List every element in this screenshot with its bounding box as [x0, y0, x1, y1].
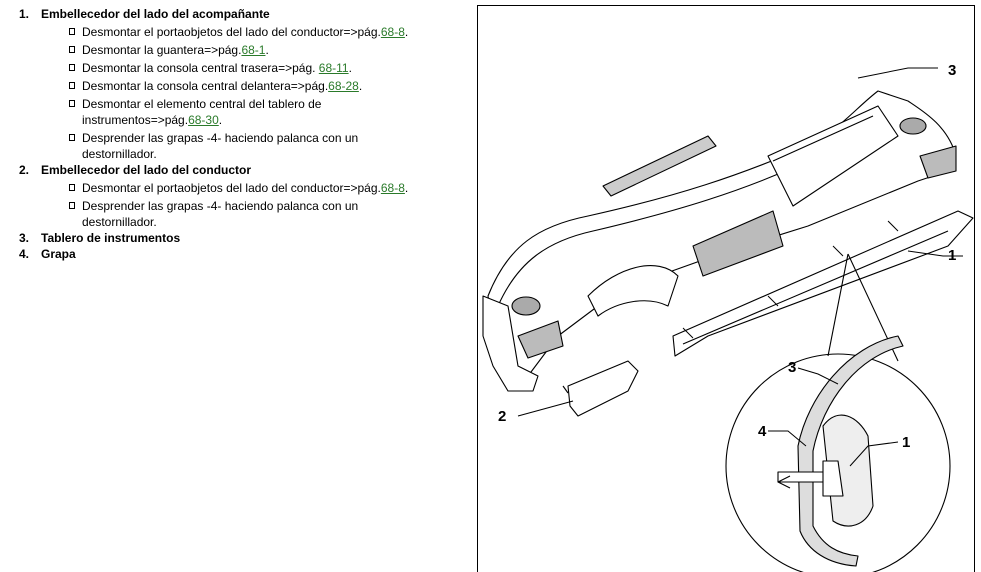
item-number: 2.: [19, 163, 30, 177]
page-link-68-8[interactable]: 68-8: [380, 25, 405, 39]
item-number: 4.: [19, 247, 30, 261]
dashboard-exploded-drawing: 3 1 2 3 4 1: [477, 5, 975, 572]
step-2-2: Desprender las grapas -4- haciendo palan…: [69, 198, 409, 230]
callout-3-dashboard: 3: [948, 62, 956, 79]
step-1-6: Desprender las grapas -4- haciendo palan…: [69, 130, 409, 162]
page-link-68-11[interactable]: 68-11: [318, 61, 349, 75]
item-label: Tablero de instrumentos: [41, 231, 181, 245]
step-text: Desprender las grapas -4- haciendo palan…: [82, 131, 359, 161]
page-link-68-30[interactable]: 68-30: [188, 113, 219, 127]
callout-1-trim: 1: [948, 247, 956, 264]
item-label: Grapa: [41, 247, 76, 261]
callout-1-detail: 1: [902, 434, 910, 451]
step-text: Desmontar la consola central delantera=>…: [82, 79, 329, 93]
item-title-2: 2. Embellecedor del lado del conductor: [19, 163, 251, 178]
page-link-68-1[interactable]: 68-1: [241, 43, 266, 57]
drawing-svg: 3 1 2 3 4 1: [482, 62, 974, 572]
checkbox-bullet-icon: [69, 184, 75, 191]
callout-2-trim: 2: [498, 408, 506, 425]
instructions-column: 1.Embellecedor del lado del acompañante …: [0, 0, 470, 572]
item-number: 3.: [19, 231, 30, 245]
checkbox-bullet-icon: [69, 202, 75, 209]
step-2-1: Desmontar el portaobjetos del lado del c…: [69, 180, 449, 196]
step-1-2: Desmontar la guantera=>pág.68-1.: [69, 42, 449, 58]
step-1-1: Desmontar el portaobjetos del lado del c…: [69, 24, 449, 40]
step-text: Desmontar la consola central trasera=>pá…: [82, 61, 319, 75]
page-link-68-28[interactable]: 68-28: [328, 79, 359, 93]
item-title-1: 1. Embellecedor del lado del acompañante: [19, 7, 270, 22]
step-1-5: Desmontar el elemento central del tabler…: [69, 96, 369, 128]
callout-4-clip: 4: [758, 423, 767, 440]
checkbox-bullet-icon: [69, 64, 75, 71]
step-text: Desmontar el elemento central del tabler…: [82, 97, 322, 127]
defroster-vent: [602, 135, 717, 197]
step-text: Desmontar el portaobjetos del lado del c…: [82, 181, 381, 195]
item-title-4: 4. Grapa: [19, 247, 76, 262]
step-1-4: Desmontar la consola central delantera=>…: [69, 78, 449, 94]
checkbox-bullet-icon: [69, 134, 75, 141]
step-text: Desmontar la guantera=>pág.: [82, 43, 242, 57]
callout-3-detail: 3: [788, 359, 796, 376]
item-label: Embellecedor del lado del conductor: [41, 163, 252, 177]
trim-strip-passenger: [672, 210, 974, 357]
center-vent: [692, 210, 784, 277]
checkbox-bullet-icon: [69, 46, 75, 53]
step-text: Desmontar el portaobjetos del lado del c…: [82, 25, 381, 39]
step-1-3: Desmontar la consola central trasera=>pá…: [69, 60, 449, 76]
page-link-68-8[interactable]: 68-8: [380, 181, 405, 195]
checkbox-bullet-icon: [69, 100, 75, 107]
step-text: Desprender las grapas -4- haciendo palan…: [82, 199, 359, 229]
trim-strip-driver: [567, 360, 639, 417]
item-label: Embellecedor del lado del acompañante: [41, 7, 270, 21]
item-title-3: 3. Tablero de instrumentos: [19, 231, 180, 246]
checkbox-bullet-icon: [69, 82, 75, 89]
item-number: 1.: [19, 7, 30, 21]
checkbox-bullet-icon: [69, 28, 75, 35]
